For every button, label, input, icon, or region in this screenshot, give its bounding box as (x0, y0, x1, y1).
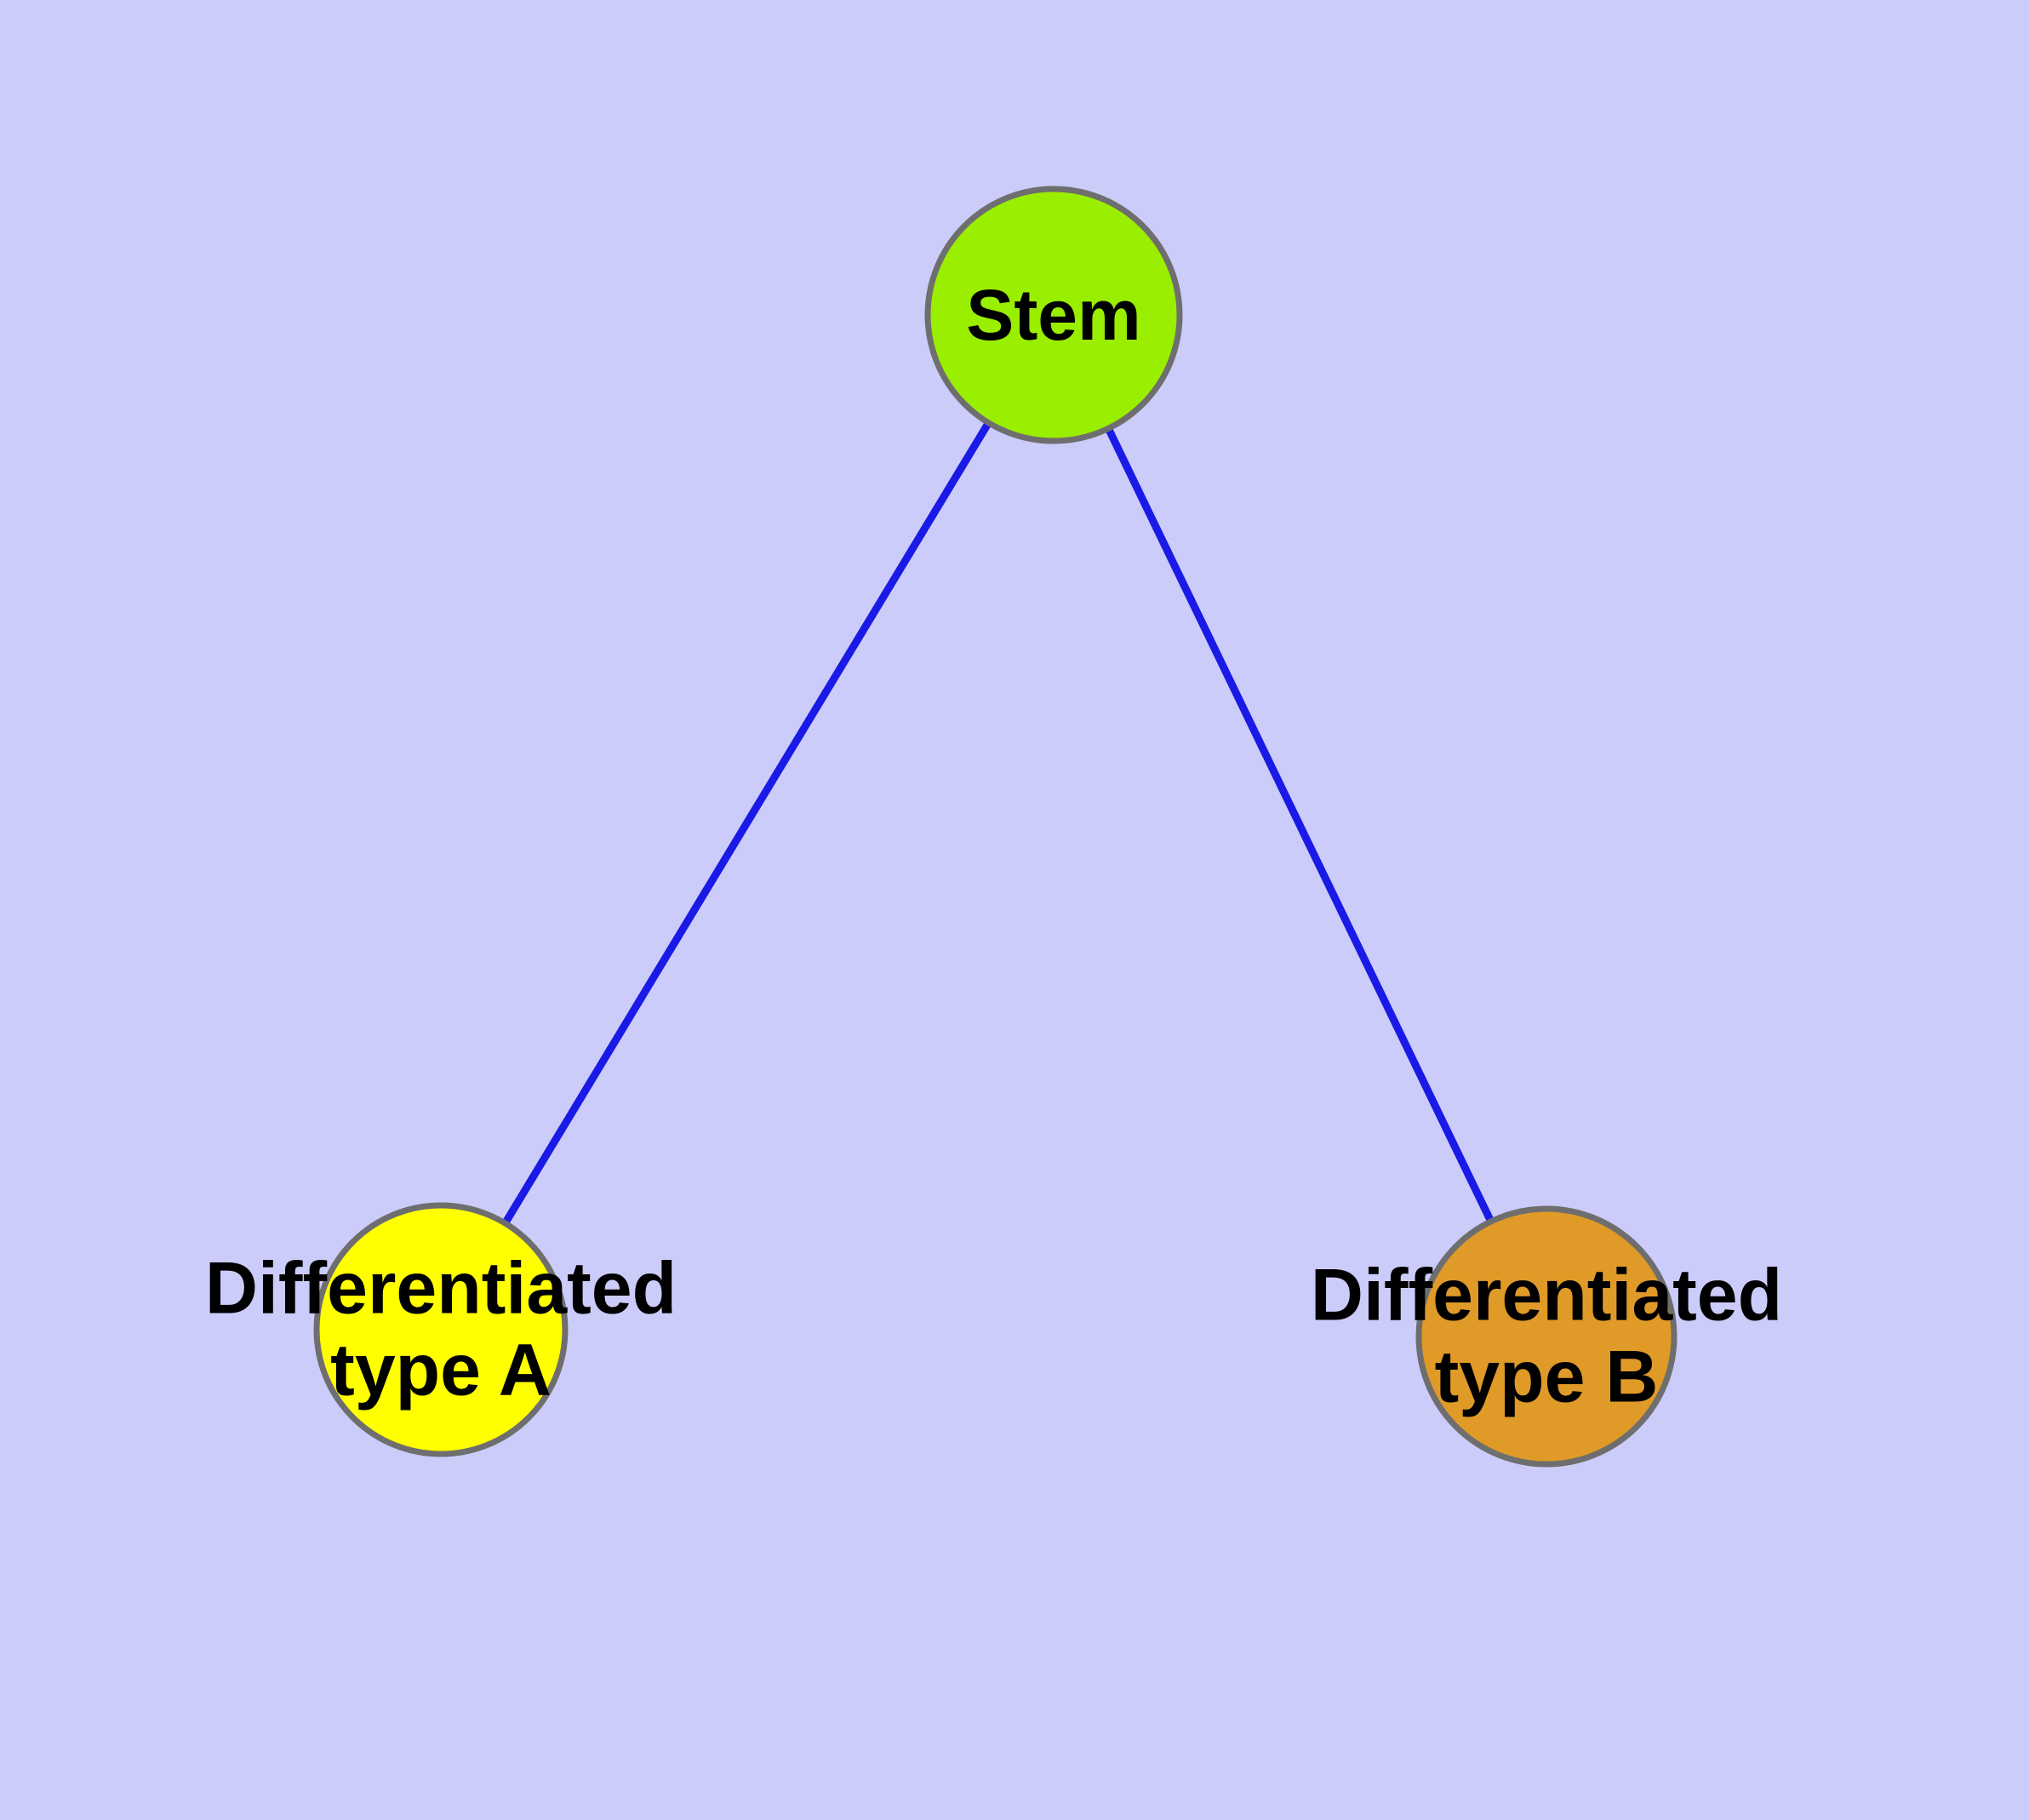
edges-layer (500, 417, 1496, 1228)
graph-edge-stem-to-b (1103, 423, 1496, 1227)
graph-edge-stem-to-a (500, 417, 994, 1228)
graph-node-stem[interactable] (924, 186, 1183, 444)
graph-node-diff_a[interactable] (313, 1202, 569, 1457)
graph-node-diff_b[interactable] (1415, 1205, 1677, 1468)
nodes-layer (313, 186, 1677, 1468)
